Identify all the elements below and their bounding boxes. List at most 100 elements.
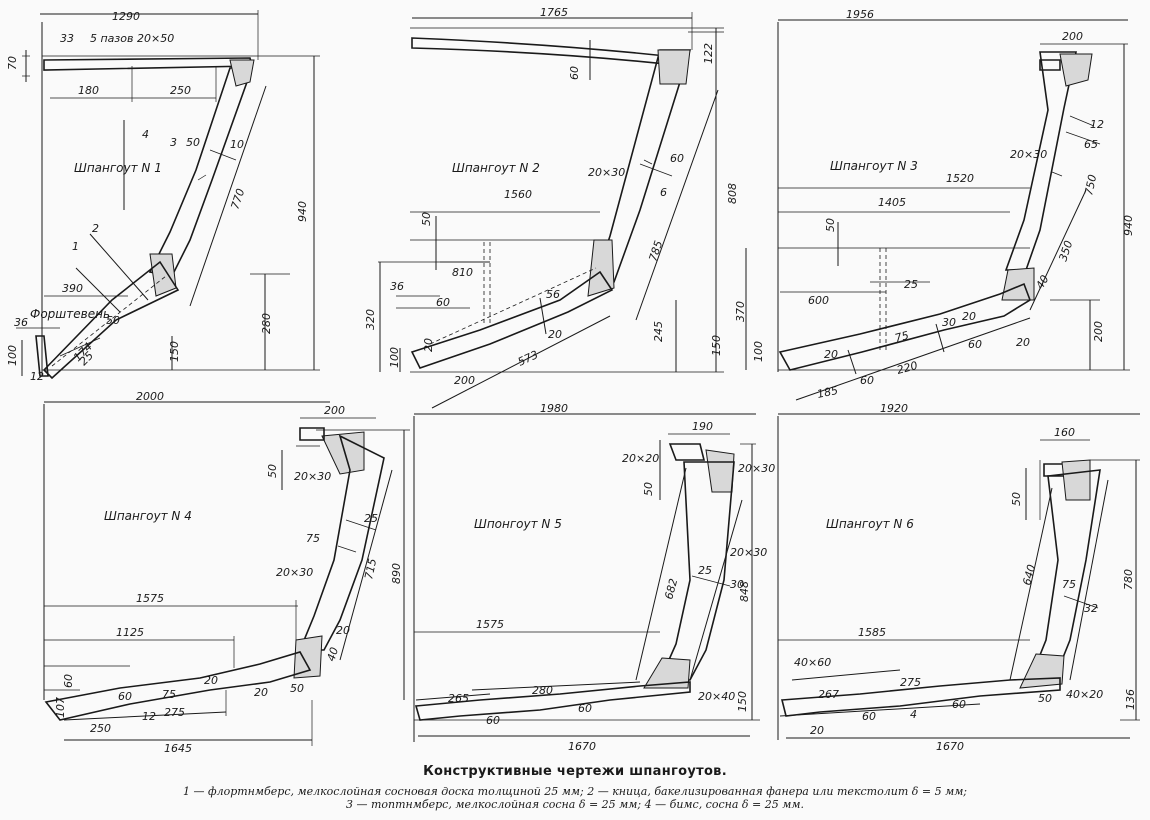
dimension: 50 xyxy=(290,682,304,695)
dimension: 12 xyxy=(142,710,156,723)
dimension: 50 xyxy=(266,464,279,478)
dimension: 20 xyxy=(962,310,976,323)
dimension: 1765 xyxy=(540,6,568,19)
dimension: 20×30 xyxy=(588,166,625,179)
dimension: 1980 xyxy=(540,402,568,415)
dimension: 40×60 xyxy=(794,656,831,669)
dimension: 20 xyxy=(548,328,562,341)
dimension: 20 xyxy=(824,348,838,361)
dimension: 25 xyxy=(904,278,918,291)
frame-1-drawing: Шпангоут N 1 Форштевень 5 пазов 20×50 4 … xyxy=(6,10,320,383)
part-2-label: 2 xyxy=(92,222,99,235)
dimension: 200 xyxy=(1092,321,1105,342)
dimension: 785 xyxy=(646,239,665,263)
dimension: 60 xyxy=(578,702,592,715)
dimension: 780 xyxy=(1122,569,1135,590)
dimension: 75 xyxy=(1062,578,1076,591)
dimension: 1560 xyxy=(504,188,532,201)
dimension: 50 xyxy=(824,218,837,232)
dimension: 640 xyxy=(1020,563,1038,587)
dimension: 20 xyxy=(254,686,268,699)
dimension: 220 xyxy=(895,359,919,377)
dimension: 350 xyxy=(1056,239,1075,263)
dimension: 890 xyxy=(390,563,403,584)
dimension: 1575 xyxy=(136,592,164,605)
part-3-label: 3 xyxy=(170,136,177,149)
dimension: 265 xyxy=(448,692,469,705)
frame-5-drawing: Шпонгоут N 5 1980 190 20×20 20×30 50 20×… xyxy=(413,402,775,753)
dimension: 60 xyxy=(62,674,75,688)
dimension: 280 xyxy=(532,684,553,697)
dimension: 200 xyxy=(324,404,345,417)
dimension: 280 xyxy=(260,313,273,334)
dimension: 20 xyxy=(810,724,824,737)
dimension: 107 xyxy=(54,697,67,718)
dimension: 370 xyxy=(734,301,747,322)
dimension: 20×30 xyxy=(294,470,331,483)
dimension: 275 xyxy=(900,676,921,689)
dimension: 20×40 xyxy=(698,690,735,703)
dimension: 150 xyxy=(168,341,181,362)
dimension: 30 xyxy=(942,316,956,329)
caption-title: Конструктивные чертежи шпангоутов. xyxy=(423,764,727,779)
dimension: 75 xyxy=(306,532,320,545)
frame-3-drawing: Шпангоут N 3 1956 200 12 65 20×30 750 94… xyxy=(745,8,1135,401)
slots-label: 5 пазов 20×50 xyxy=(90,32,174,45)
dimension: 20 xyxy=(422,338,435,352)
dimension: 50 xyxy=(106,314,120,327)
frame-6-drawing: Шпангоут N 6 1920 160 50 640 75 32 780 1… xyxy=(777,402,1140,753)
dimension: 50 xyxy=(642,482,655,496)
dimension: 1956 xyxy=(846,8,874,21)
dimension: 4 xyxy=(910,708,917,721)
dimension: 1405 xyxy=(878,196,906,209)
part-4-label: 4 xyxy=(142,128,149,141)
dimension: 36 xyxy=(14,316,28,329)
dimension: 150 xyxy=(710,335,723,356)
frame-1-title: Шпангоут N 1 xyxy=(74,161,162,175)
dimension: 60 xyxy=(486,714,500,727)
dimension: 1645 xyxy=(164,742,192,755)
dimension: 1575 xyxy=(476,618,504,631)
dimension: 1290 xyxy=(112,10,140,23)
dimension: 20×30 xyxy=(276,566,313,579)
dimension: 12 xyxy=(1090,118,1104,131)
dimension: 75 xyxy=(162,688,176,701)
dimension: 245 xyxy=(652,321,665,342)
frame-3-title: Шпангоут N 3 xyxy=(830,159,918,173)
dimension: 60 xyxy=(568,66,581,80)
dimension: 20 xyxy=(204,674,218,687)
dimension: 50 xyxy=(420,212,433,226)
dimension: 60 xyxy=(968,338,982,351)
dimension: 32 xyxy=(1084,602,1098,615)
dimension: 10 xyxy=(230,138,244,151)
dimension: 60 xyxy=(118,690,132,703)
dimension: 75 xyxy=(893,329,910,345)
dimension: 250 xyxy=(170,84,191,97)
dimension: 1125 xyxy=(116,626,144,639)
dimension: 682 xyxy=(662,577,680,601)
frame-2-title: Шпангоут N 2 xyxy=(452,161,540,175)
dimension: 573 xyxy=(516,348,541,369)
dimension: 60 xyxy=(670,152,684,165)
dimension: 122 xyxy=(702,43,715,64)
dimension: 600 xyxy=(808,294,829,307)
dimension: 65 xyxy=(1084,138,1098,151)
dimension: 25 xyxy=(698,564,712,577)
dimension: 1520 xyxy=(946,172,974,185)
dimension: 33 xyxy=(60,32,74,45)
dimension: 36 xyxy=(390,280,404,293)
dimension: 100 xyxy=(752,341,765,362)
dimension: 20 xyxy=(1016,336,1030,349)
dimension: 715 xyxy=(362,557,379,580)
dimension: 200 xyxy=(454,374,475,387)
dimension: 770 xyxy=(228,187,247,211)
dimension: 810 xyxy=(452,266,473,279)
dimension: 12 xyxy=(30,370,44,383)
dimension: 60 xyxy=(862,710,876,723)
dimension: 190 xyxy=(692,420,713,433)
dimension: 20×30 xyxy=(730,546,767,559)
dimension: 940 xyxy=(1122,215,1135,236)
dimension: 60 xyxy=(952,698,966,711)
dimension: 136 xyxy=(1124,689,1137,710)
